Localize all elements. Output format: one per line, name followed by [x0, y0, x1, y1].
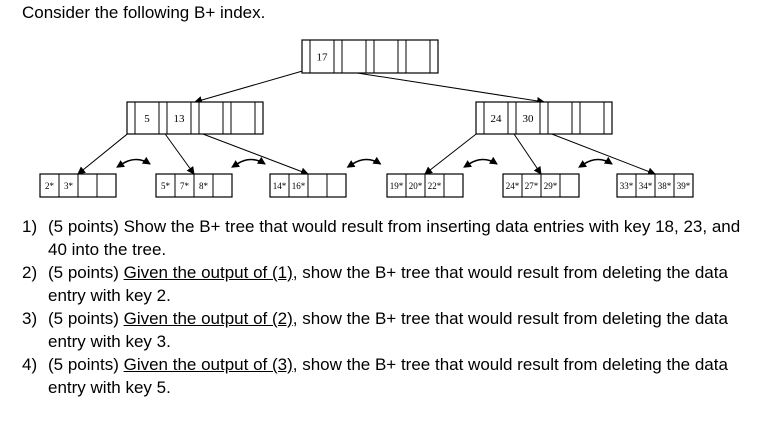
- node-key: 5: [144, 113, 150, 125]
- question-reference: Given the output of (2): [123, 309, 293, 328]
- question-reference: Given the output of (3): [123, 355, 293, 374]
- internal-node: 24 30: [475, 101, 613, 135]
- node-key: 24: [491, 113, 503, 125]
- tree-nodes: 17 5 13 24 30 2* 3* 5* 7* 8* 14* 16* 19* 20* 22* 24* 27*…: [39, 39, 694, 198]
- question-1: 1) (5 points) Show the B+ tree that would…: [22, 216, 752, 261]
- leaf-entry: 39*: [677, 181, 691, 191]
- leaf-entry: 27*: [525, 181, 539, 191]
- leaf-entry: 3*: [64, 181, 74, 191]
- node-key: 13: [174, 113, 186, 125]
- tree-edge: [424, 130, 481, 175]
- leaf-entry: 5*: [161, 181, 171, 191]
- tree-edge: [194, 69, 307, 104]
- question-text: (5 points): [48, 355, 124, 374]
- tree-edges: [77, 69, 656, 176]
- tree-edge: [194, 130, 309, 176]
- leaf-entry: 20*: [409, 181, 423, 191]
- leaf-entry: 24*: [506, 181, 520, 191]
- sibling-link: [116, 156, 151, 168]
- leaf-entry: 7*: [180, 181, 190, 191]
- sibling-link: [578, 156, 613, 168]
- sibling-link: [463, 156, 498, 168]
- question-number: 1): [22, 217, 38, 236]
- leaf-entry: 38*: [658, 181, 672, 191]
- leaf-entry: 22*: [428, 181, 442, 191]
- internal-node: 5 13: [126, 101, 264, 135]
- question-number: 2): [22, 263, 38, 282]
- tree-edge: [162, 130, 195, 175]
- leaf-entry: 14*: [273, 181, 287, 191]
- leaf-entry: 34*: [639, 181, 653, 191]
- tree-edge: [511, 130, 542, 175]
- leaf-node: 19* 20* 22*: [386, 173, 464, 198]
- question-text: (5 points) Show the B+ tree that would r…: [48, 217, 741, 259]
- leaf-node: 14* 16*: [269, 173, 347, 198]
- leaf-sibling-links: [116, 156, 613, 168]
- question-text-rest: , show the B+ tree that would result fro…: [48, 309, 728, 351]
- leaf-node: 2* 3*: [39, 173, 117, 198]
- node-key: 17: [317, 52, 329, 64]
- question-text: (5 points): [48, 309, 124, 328]
- tree-edge: [77, 130, 132, 175]
- leaf-entry: 8*: [199, 181, 209, 191]
- question-number: 4): [22, 355, 38, 374]
- question-2: 2) (5 points) Given the output of (1), sh…: [22, 262, 752, 307]
- question-4: 4) (5 points) Given the output of (3), sh…: [22, 354, 752, 399]
- leaf-node: 5* 7* 8*: [155, 173, 233, 198]
- question-text: (5 points): [48, 263, 124, 282]
- leaf-entry: 2*: [45, 181, 55, 191]
- bplus-tree-diagram: 17 5 13 24 30 2* 3* 5* 7* 8* 14* 16* 19* 20* 22* 24* 27*…: [39, 39, 694, 198]
- leaf-node: 24* 27* 29*: [502, 173, 580, 198]
- leaf-entry: 29*: [544, 181, 558, 191]
- question-list: 1) (5 points) Show the B+ tree that would…: [22, 216, 752, 400]
- leaf-entry: 33*: [620, 181, 634, 191]
- node-key: 30: [523, 113, 535, 125]
- root-node: 17: [301, 39, 439, 74]
- leaf-entry: 19*: [390, 181, 404, 191]
- leaf-entry: 16*: [292, 181, 306, 191]
- question-reference: Given the output of (1): [123, 263, 293, 282]
- leaf-node: 33* 34* 38* 39*: [616, 173, 694, 198]
- page-heading: Consider the following B+ index.: [22, 3, 266, 22]
- sibling-link: [231, 156, 266, 168]
- tree-edge: [543, 130, 656, 176]
- question-text-rest: , show the B+ tree that would result fro…: [48, 355, 728, 397]
- sibling-link: [346, 156, 382, 168]
- question-3: 3) (5 points) Given the output of (2), sh…: [22, 308, 752, 353]
- question-number: 3): [22, 309, 38, 328]
- question-text-rest: , show the B+ tree that would result fro…: [48, 263, 728, 305]
- tree-edge: [337, 69, 545, 105]
